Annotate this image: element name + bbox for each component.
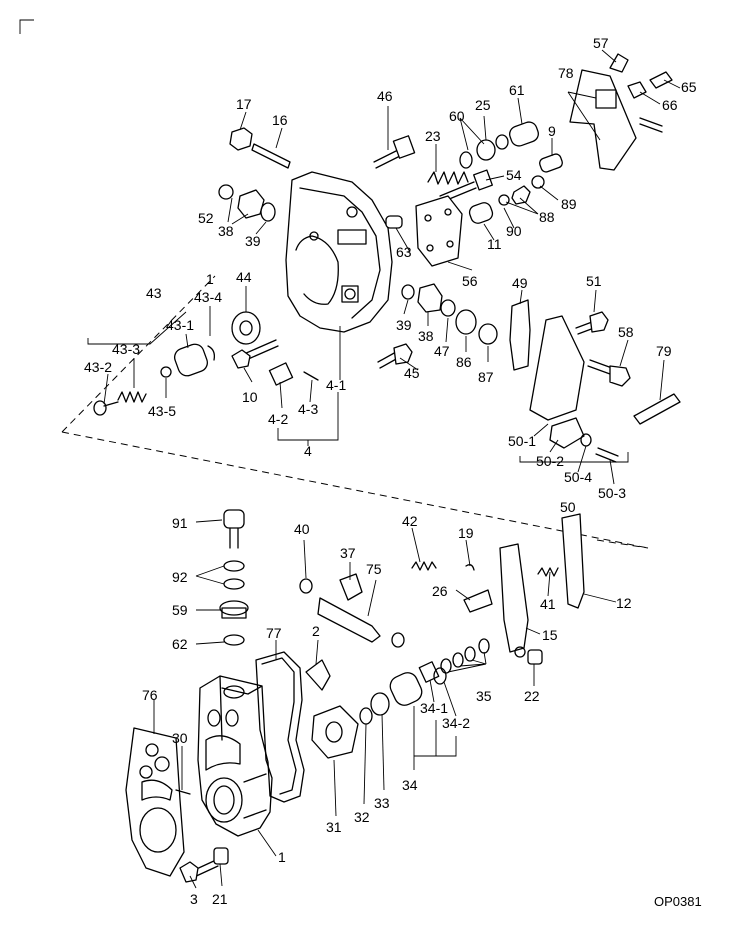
callout-33: 33 — [374, 795, 390, 811]
callout-50: 50 — [560, 499, 576, 515]
gasket-76 — [125, 727, 185, 877]
callout-47: 47 — [434, 343, 450, 359]
callout-21: 21 — [212, 891, 228, 907]
callout-labels: 57 65 78 66 46 17 16 60 25 61 23 9 54 89… — [84, 35, 702, 909]
callout-75: 75 — [366, 561, 382, 577]
callout-2: 2 — [312, 623, 320, 639]
leader-lines — [87, 49, 681, 889]
callout-15: 15 — [542, 627, 558, 643]
callout-34-1: 34-1 — [420, 700, 448, 716]
callout-52: 52 — [198, 210, 214, 226]
callout-43-2: 43-2 — [84, 359, 112, 375]
callout-56: 56 — [462, 273, 478, 289]
callout-87: 87 — [478, 369, 494, 385]
callout-30: 30 — [172, 730, 188, 746]
callout-39b: 39 — [396, 317, 412, 333]
callout-50-2: 50-2 — [536, 453, 564, 469]
part-shapes — [93, 53, 681, 883]
callout-76: 76 — [142, 687, 158, 703]
callout-22: 22 — [524, 688, 540, 704]
callout-43-5: 43-5 — [148, 403, 176, 419]
callout-50-4: 50-4 — [564, 469, 592, 485]
callout-59: 59 — [172, 602, 188, 618]
callout-23: 23 — [425, 128, 441, 144]
callout-31: 31 — [326, 819, 342, 835]
callout-4: 4 — [304, 443, 312, 459]
callout-88: 88 — [539, 209, 555, 225]
callout-78: 78 — [558, 65, 574, 81]
callout-3: 3 — [190, 891, 198, 907]
callout-79: 79 — [656, 343, 672, 359]
callout-50-1: 50-1 — [508, 433, 536, 449]
governor-housing — [285, 171, 393, 333]
callout-26: 26 — [432, 583, 448, 599]
callout-4-1: 4-1 — [326, 377, 346, 393]
callout-41: 41 — [540, 596, 556, 612]
callout-19: 19 — [458, 525, 474, 541]
callout-11: 11 — [487, 236, 502, 252]
callout-42: 42 — [402, 513, 418, 529]
callout-17: 17 — [236, 96, 252, 112]
callout-92: 92 — [172, 569, 188, 585]
callout-32: 32 — [354, 809, 370, 825]
callout-50-3: 50-3 — [598, 485, 626, 501]
callout-35: 35 — [476, 688, 492, 704]
callout-38b: 38 — [418, 328, 434, 344]
callout-16: 16 — [272, 112, 288, 128]
callout-89: 89 — [561, 196, 577, 212]
callout-43-1: 43-1 — [166, 317, 194, 333]
callout-61: 61 — [509, 82, 525, 98]
callout-1-top: 1 — [206, 271, 214, 287]
callout-90: 90 — [506, 223, 522, 239]
callout-86: 86 — [456, 354, 472, 370]
callout-9: 9 — [548, 123, 556, 139]
callout-34: 34 — [402, 777, 418, 793]
callout-63: 63 — [396, 244, 412, 260]
group-43-dash — [61, 275, 216, 433]
callout-34-2: 34-2 — [442, 715, 470, 731]
callout-39: 39 — [245, 233, 261, 249]
callout-46: 46 — [377, 88, 393, 104]
callout-62: 62 — [172, 636, 188, 652]
callout-66: 66 — [662, 97, 678, 113]
callout-51: 51 — [586, 273, 602, 289]
separator-line — [61, 431, 649, 549]
diagram-code: OP0381 — [654, 894, 702, 909]
callout-40: 40 — [294, 521, 310, 537]
callout-4-3: 4-3 — [298, 401, 318, 417]
callout-43-4: 43-4 — [194, 289, 222, 305]
callout-77: 77 — [266, 625, 282, 641]
pump-body — [197, 675, 273, 837]
corner-mark — [19, 19, 34, 34]
callout-38: 38 — [218, 223, 234, 239]
callout-4-2: 4-2 — [268, 411, 288, 427]
separator-line-end — [596, 539, 649, 549]
gasket-77 — [255, 651, 305, 803]
callout-91: 91 — [172, 515, 188, 531]
callout-54: 54 — [506, 167, 522, 183]
callout-12: 12 — [616, 595, 632, 611]
callout-60: 60 — [449, 108, 465, 124]
callout-37: 37 — [340, 545, 356, 561]
callout-10: 10 — [242, 389, 258, 405]
callout-45: 45 — [404, 365, 420, 381]
callout-65: 65 — [681, 79, 697, 95]
callout-49: 49 — [512, 275, 528, 291]
callout-44: 44 — [236, 269, 252, 285]
callout-58: 58 — [618, 324, 634, 340]
callout-1-bottom: 1 — [278, 849, 286, 865]
callout-25: 25 — [475, 97, 491, 113]
callout-57: 57 — [593, 35, 609, 51]
callout-43: 43 — [146, 285, 162, 301]
callout-43-3: 43-3 — [112, 341, 140, 357]
